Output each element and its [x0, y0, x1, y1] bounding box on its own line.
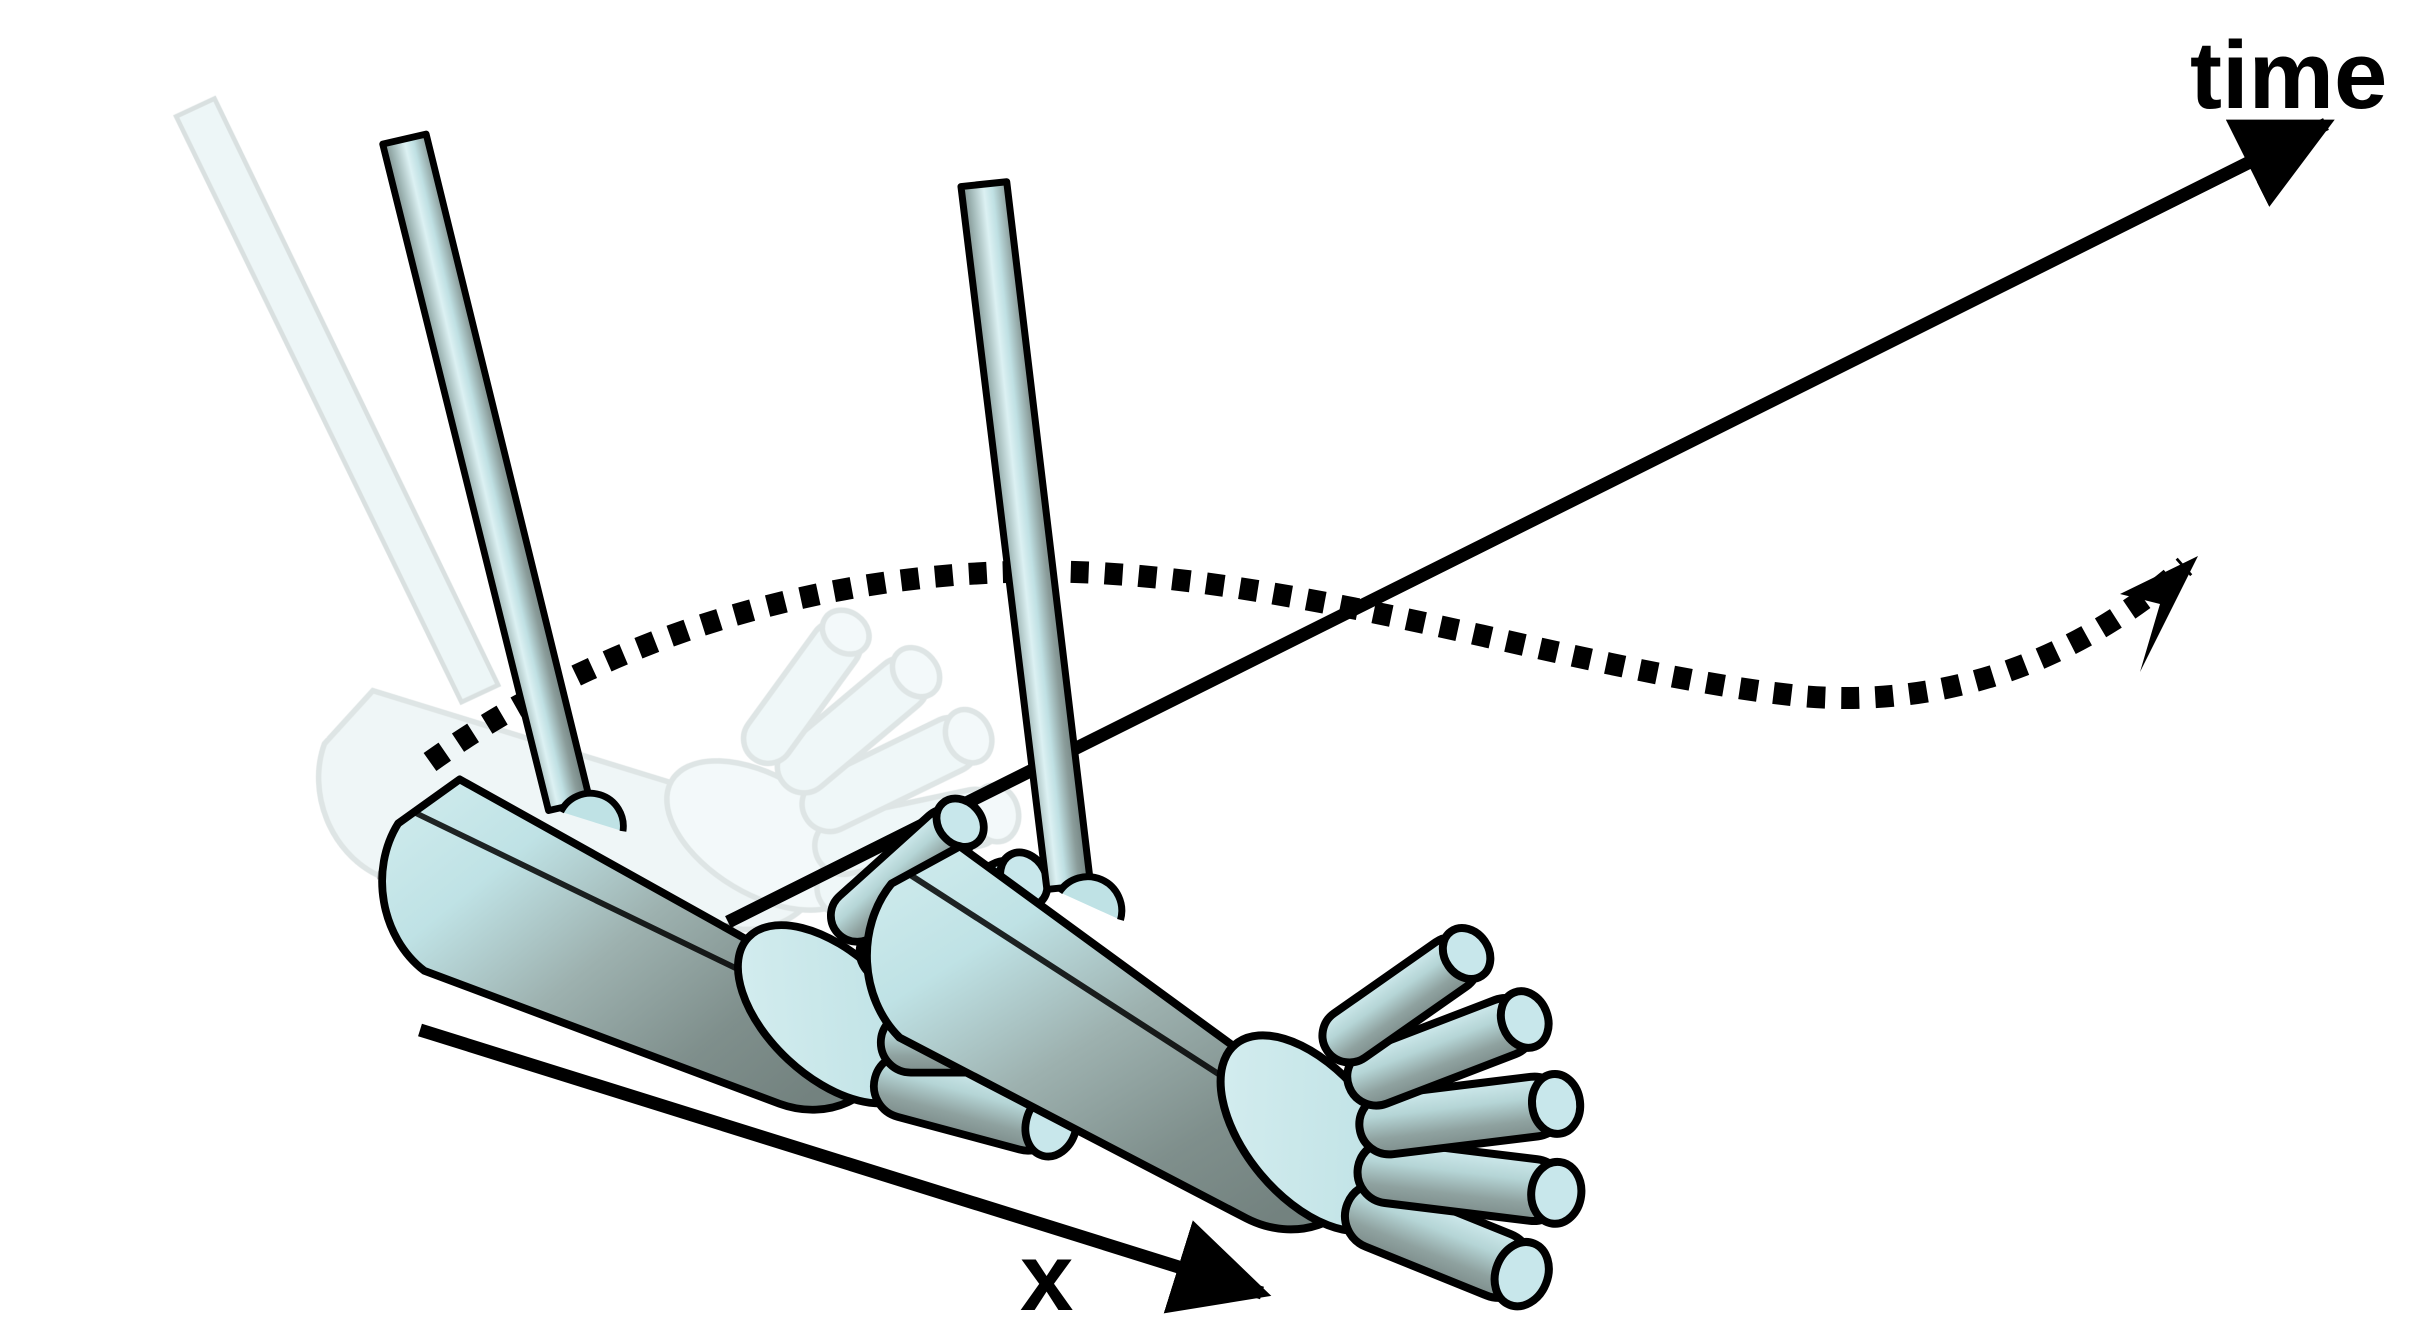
- time-axis: [725, 118, 2335, 928]
- x-axis-label: x: [1020, 1224, 1073, 1328]
- time-axis-label: time: [2190, 22, 2387, 129]
- x-axis: [418, 1023, 1272, 1314]
- oscillation-trajectory: [423, 556, 2198, 771]
- trajectory-arrowhead: [2120, 556, 2198, 672]
